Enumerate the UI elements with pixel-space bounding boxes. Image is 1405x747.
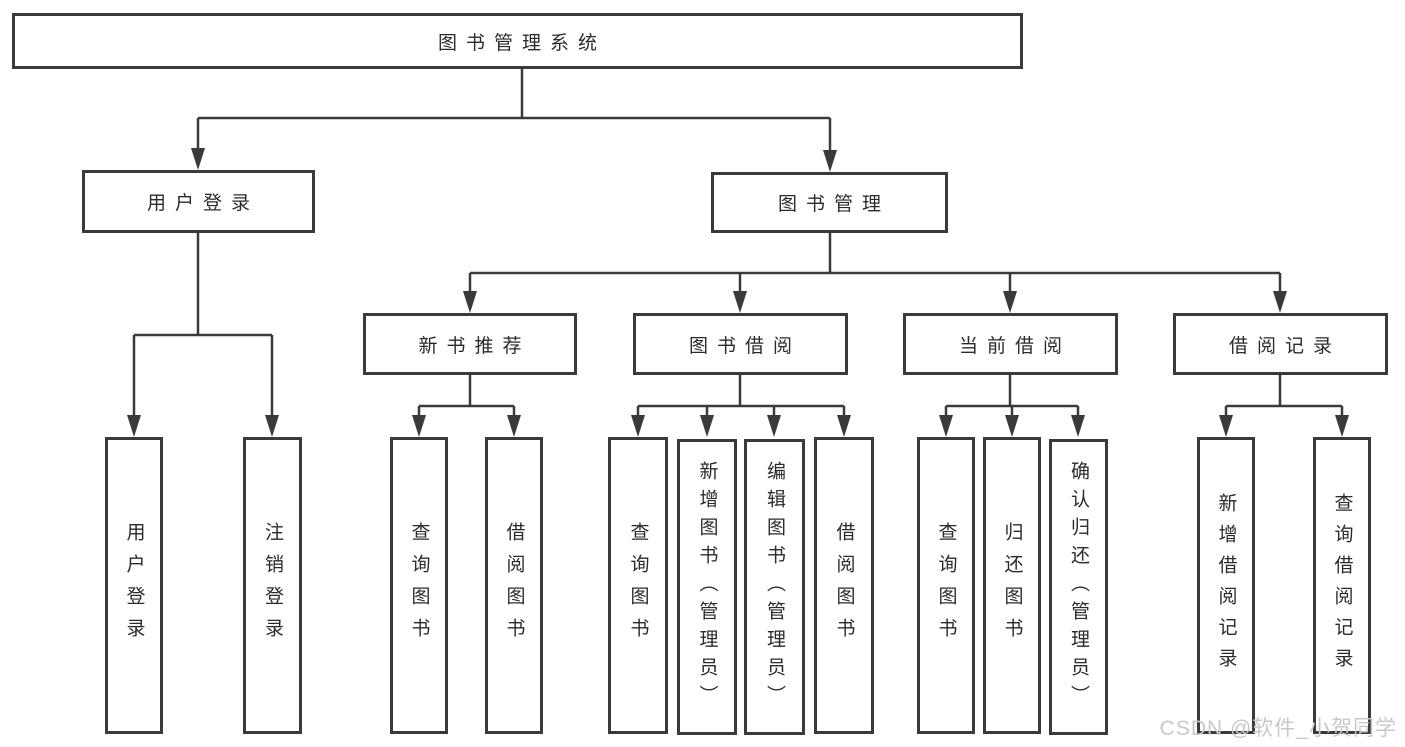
node-root: 图书管理系统 <box>12 13 1023 69</box>
leaf-query-borrow-record-label: 查询借阅记录 <box>1331 492 1353 679</box>
leaf-query-books-label: 查询图书 <box>627 521 649 650</box>
leaf-user-login: 用户登录 <box>105 437 163 734</box>
leaf-query-books: 查询图书 <box>917 437 975 734</box>
leaf-add-borrow-record-label: 新增借阅记录 <box>1215 492 1237 679</box>
leaf-query-books: 查询图书 <box>390 437 448 734</box>
leaf-query-books-label: 查询图书 <box>935 521 957 650</box>
leaf-add-borrow-record: 新增借阅记录 <box>1197 437 1255 734</box>
arrowheads <box>127 148 1349 437</box>
node-current-borrowing: 当前借阅 <box>903 313 1118 375</box>
leaf-return-books-label: 归还图书 <box>1001 521 1023 650</box>
leaf-borrow-books: 借阅图书 <box>814 437 874 734</box>
leaf-query-borrow-record: 查询借阅记录 <box>1313 437 1371 734</box>
node-borrowing-records-label: 借阅记录 <box>1228 335 1341 357</box>
leaf-logout: 注销登录 <box>243 437 302 734</box>
node-current-borrowing-label: 当前借阅 <box>958 335 1071 357</box>
leaf-confirm-return-admin-label: 确认归还（管理员） <box>1068 461 1089 713</box>
leaf-add-book-admin-label: 新增图书（管理员） <box>696 461 718 713</box>
watermark: CSDN @软件_小贺同学 <box>1159 717 1397 740</box>
node-borrowing-records: 借阅记录 <box>1173 313 1388 375</box>
node-book-management-label: 图书管理 <box>777 194 890 215</box>
node-root-label: 图书管理系统 <box>437 32 606 54</box>
leaf-query-books-label: 查询图书 <box>408 521 430 650</box>
node-book-borrowing: 图书借阅 <box>633 313 848 375</box>
node-new-book-recommend: 新书推荐 <box>363 313 577 375</box>
leaf-user-login-label: 用户登录 <box>123 521 145 650</box>
leaf-query-books: 查询图书 <box>608 437 668 734</box>
node-book-management: 图书管理 <box>711 172 948 233</box>
leaf-borrow-books-label: 借阅图书 <box>833 521 855 650</box>
leaf-confirm-return-admin: 确认归还（管理员） <box>1049 439 1108 735</box>
leaf-edit-book-admin: 编辑图书（管理员） <box>744 439 805 735</box>
leaf-edit-book-admin-label: 编辑图书（管理员） <box>764 461 785 713</box>
leaf-borrow-books-label: 借阅图书 <box>503 521 525 650</box>
node-user-login-label: 用户登录 <box>146 193 259 214</box>
leaf-add-book-admin: 新增图书（管理员） <box>677 439 737 735</box>
node-user-login: 用户登录 <box>82 170 315 233</box>
node-new-book-recommend-label: 新书推荐 <box>418 335 531 357</box>
leaf-return-books: 归还图书 <box>983 437 1041 734</box>
leaf-logout-label: 注销登录 <box>262 521 283 650</box>
node-book-borrowing-label: 图书借阅 <box>688 335 801 357</box>
leaf-borrow-books: 借阅图书 <box>485 437 543 734</box>
